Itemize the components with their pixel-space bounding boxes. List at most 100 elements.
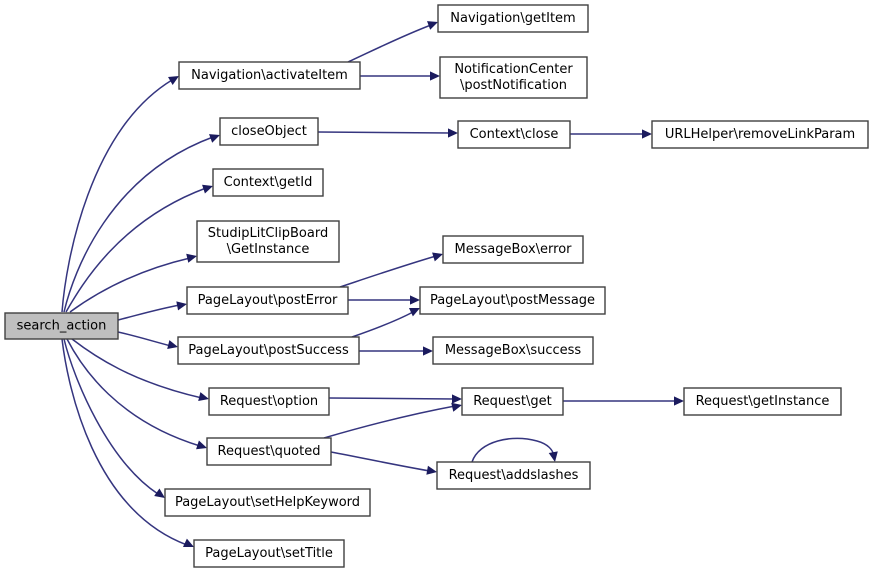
node-req_quoted[interactable]: Request\quoted [206,437,332,466]
node-label: Request\option [220,394,318,409]
edges-layer [61,21,684,547]
node-sethelpkeyword[interactable]: PageLayout\setHelpKeyword [164,488,371,517]
edge-line [63,338,159,495]
arrowhead-icon [451,402,462,412]
node-box[interactable] [651,120,869,149]
node-box[interactable] [212,168,324,197]
node-urlhelper[interactable]: URLHelper\removeLinkParam [651,120,869,149]
node-closeobject[interactable]: closeObject [219,117,319,146]
edge-line [351,311,414,338]
edge-line [61,338,188,546]
arrowhead-icon [196,440,207,450]
node-clipboard[interactable]: StudipLitClipBoard\GetInstance [196,220,340,263]
node-settitle[interactable]: PageLayout\setTitle [193,539,345,568]
node-label: MessageBox\success [445,343,582,358]
edge-search_action-to-postsuccess [117,331,178,350]
node-box[interactable] [4,312,119,340]
edge-search_action-to-context_getid [65,184,213,313]
arrowhead-icon [448,128,458,138]
node-notifcenter[interactable]: NotificationCenter\postNotification [439,56,588,99]
node-label: PageLayout\postSuccess [188,343,349,358]
edge-req_addslashes-to-req_addslashes [471,437,558,463]
node-nav_activate[interactable]: Navigation\activateItem [178,61,361,90]
node-req_get[interactable]: Request\get [461,387,564,416]
edge-postsuccess-to-msgbox_success [359,346,433,356]
node-box[interactable] [461,387,564,416]
node-box[interactable] [442,235,584,264]
edge-line [63,136,214,313]
edge-closeobject-to-context_close [317,128,458,138]
node-box[interactable] [196,220,340,263]
node-box[interactable] [177,336,360,365]
node-box[interactable] [193,539,345,568]
arrowhead-icon [202,184,213,194]
edge-search_action-to-sethelpkeyword [63,338,165,498]
node-label: PageLayout\postError [198,293,338,308]
edge-search_action-to-req_option [71,338,209,402]
node-box[interactable] [437,4,589,33]
node-label: Navigation\activateItem [191,68,348,83]
edge-line [328,397,456,400]
node-label: Navigation\getItem [450,11,575,26]
node-nav_getitem[interactable]: Navigation\getItem [437,4,589,33]
edge-context_close-to-urlhelper [570,129,652,139]
node-req_getinstance[interactable]: Request\getInstance [683,387,842,416]
arrowhead-icon [182,538,194,547]
arrowhead-icon [186,253,197,263]
arrowhead-icon [642,129,652,139]
node-label: NotificationCenter [454,62,573,77]
node-label: \GetInstance [227,242,310,257]
node-box[interactable] [178,61,361,90]
node-box[interactable] [219,117,319,146]
edge-line [71,338,203,399]
arrowhead-icon [427,21,438,30]
edge-line [323,405,456,439]
node-label: PageLayout\setHelpKeyword [175,495,360,510]
edge-line [330,451,431,472]
node-box[interactable] [206,437,332,466]
edge-line [347,24,432,63]
node-label: Request\getInstance [696,394,830,409]
node-box[interactable] [457,120,571,149]
node-box[interactable] [432,336,594,365]
node-box[interactable] [186,286,349,315]
edge-line [317,131,452,134]
node-box[interactable] [419,286,606,315]
node-context_close[interactable]: Context\close [457,120,571,149]
node-box[interactable] [436,461,591,490]
edge-line [66,338,201,447]
node-postmessage[interactable]: PageLayout\postMessage [419,286,606,315]
node-search_action[interactable]: search_action [4,312,119,340]
arrowhead-icon [548,451,558,462]
arrowhead-icon [198,392,209,402]
node-context_getid[interactable]: Context\getId [212,168,324,197]
node-label: URLHelper\removeLinkParam [665,127,855,142]
edge-search_action-to-req_quoted [66,338,207,450]
node-box[interactable] [164,488,371,517]
node-label: MessageBox\error [455,242,573,257]
node-postsuccess[interactable]: PageLayout\postSuccess [177,336,360,365]
arrowhead-icon [168,76,179,85]
node-label: search_action [17,319,107,334]
arrowhead-icon [432,252,443,262]
edge-line [117,304,181,321]
edge-search_action-to-settitle [61,338,194,547]
node-box[interactable] [208,387,330,416]
arrowhead-icon [410,295,420,305]
edge-search_action-to-clipboard [69,253,197,313]
node-req_option[interactable]: Request\option [208,387,330,416]
node-msgbox_success[interactable]: MessageBox\success [432,336,594,365]
arrowhead-icon [209,134,220,143]
edge-line [471,437,555,463]
node-posterror[interactable]: PageLayout\postError [186,286,349,315]
node-msgbox_error[interactable]: MessageBox\error [442,235,584,264]
node-req_addslashes[interactable]: Request\addslashes [436,461,591,490]
node-box[interactable] [683,387,842,416]
edge-req_get-to-req_getinstance [563,396,684,406]
edge-line [65,187,207,313]
node-box[interactable] [439,56,588,99]
node-label: PageLayout\setTitle [205,546,333,561]
arrowhead-icon [426,465,437,475]
